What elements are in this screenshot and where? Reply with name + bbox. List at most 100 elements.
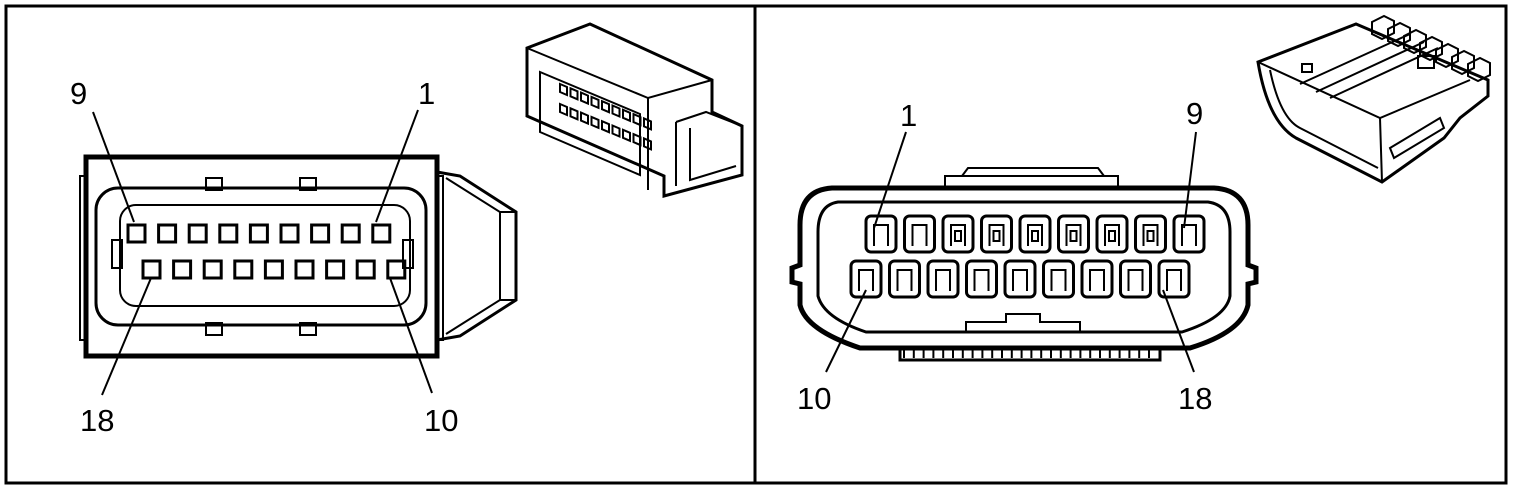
left-iso-cavity xyxy=(601,119,610,134)
left-top-cavity xyxy=(279,223,300,244)
right-bottom-lock xyxy=(965,313,1081,332)
right-iso-terminal-block xyxy=(1467,56,1491,83)
left-bottom-cavity xyxy=(233,259,254,280)
left-leader-1 xyxy=(375,109,419,223)
right-top-terminal xyxy=(950,224,966,246)
left-label-pin-1: 1 xyxy=(418,76,435,111)
left-top-cavity xyxy=(371,223,392,244)
right-label-pin-10: 10 xyxy=(797,381,831,416)
right-bottom-terminal xyxy=(1127,269,1144,291)
right-bottom-cavity xyxy=(1003,259,1037,299)
right-bottom-cavity xyxy=(1042,259,1075,299)
left-top-cavity xyxy=(126,223,147,244)
left-bottom-cavity xyxy=(263,259,284,280)
left-bottom-cavity xyxy=(141,259,162,280)
left-top-key-1 xyxy=(205,177,223,191)
right-label-pin-9: 9 xyxy=(1186,96,1203,131)
left-iso-cavity xyxy=(559,102,568,117)
right-bottom-terminal xyxy=(935,269,951,291)
left-latch-slot-left xyxy=(111,239,123,269)
left-iso-cavity xyxy=(569,86,579,101)
left-cavity-array xyxy=(126,223,407,280)
left-iso-cavity xyxy=(611,103,621,119)
right-iso-terminal-blocks xyxy=(1371,14,1491,83)
right-iso-side-slot xyxy=(1388,116,1446,160)
left-bottom-key-2 xyxy=(299,322,317,336)
left-iso-cavity xyxy=(590,95,600,110)
right-bottom-cavity xyxy=(1080,259,1114,299)
right-bottom-cavity xyxy=(1157,259,1191,299)
right-top-terminal xyxy=(1181,224,1197,246)
left-outer-body xyxy=(83,154,440,359)
right-top-terminal xyxy=(988,224,1005,246)
right-top-terminal-lock xyxy=(1031,230,1039,242)
left-bottom-key-1 xyxy=(205,322,223,336)
left-iso-cavity xyxy=(622,128,631,143)
right-bottom-cavity xyxy=(888,259,921,299)
right-top-cavity xyxy=(941,214,975,254)
right-top-terminal-lock xyxy=(1069,230,1078,242)
right-top-terminal-lock xyxy=(954,230,962,242)
left-iso-cavities xyxy=(559,82,652,151)
left-iso-cavity xyxy=(611,123,621,139)
left-leader-10 xyxy=(389,277,433,394)
left-top-key-2 xyxy=(299,177,317,191)
left-bottom-cavity xyxy=(355,259,376,280)
right-iso-outline xyxy=(1256,22,1490,184)
right-top-rib xyxy=(944,175,1119,188)
right-bottom-terminal xyxy=(1050,269,1067,291)
right-top-cavity xyxy=(1018,214,1052,254)
left-iso-cavity xyxy=(622,108,631,123)
left-top-cavity xyxy=(218,223,239,244)
right-top-terminal-lock xyxy=(992,230,1001,242)
left-top-cavity xyxy=(248,223,269,244)
left-bottom-cavity xyxy=(325,259,346,280)
left-latch-slot-right xyxy=(402,239,414,269)
right-label-pin-1: 1 xyxy=(900,98,917,133)
left-iso-cavity xyxy=(601,99,610,114)
right-iso-terminal-block xyxy=(1371,14,1395,41)
right-iso-terminal-block xyxy=(1451,49,1475,76)
right-top-terminal xyxy=(1142,224,1159,246)
right-top-cavity xyxy=(1095,214,1129,254)
right-isometric-connector-thumbnail xyxy=(1256,14,1491,184)
right-top-cavity xyxy=(903,214,936,254)
left-label-pin-18: 18 xyxy=(80,403,114,438)
left-iso-cavity xyxy=(590,115,600,130)
left-top-cavity xyxy=(340,223,361,244)
right-leader-18 xyxy=(1162,289,1195,373)
right-bottom-cavity xyxy=(849,259,883,299)
right-iso-key xyxy=(1301,63,1313,73)
left-iso-face xyxy=(539,70,641,177)
right-side-step xyxy=(437,175,444,341)
left-iso-latch xyxy=(675,110,743,186)
right-connector-face-view: 1 9 10 18 xyxy=(789,96,1259,416)
right-cavity-array xyxy=(849,214,1206,299)
right-inner-lip xyxy=(816,200,1232,334)
right-bottom-ribs xyxy=(903,348,1150,358)
right-bottom-terminal xyxy=(1166,269,1182,291)
right-top-terminal-lock xyxy=(1146,230,1155,242)
right-top-terminal xyxy=(1104,224,1120,246)
right-iso-terminal-block xyxy=(1435,42,1459,69)
right-bottom-terminal xyxy=(1012,269,1028,291)
right-leader-10 xyxy=(825,289,867,373)
right-outer-housing xyxy=(789,185,1259,351)
right-bottom-terminal xyxy=(896,269,913,291)
right-top-terminal xyxy=(1065,224,1082,246)
left-iso-cavity xyxy=(643,136,652,151)
right-top-rib-ridge xyxy=(961,167,1105,177)
right-top-terminal xyxy=(1027,224,1043,246)
left-bottom-cavity xyxy=(294,259,315,280)
right-iso-front-edge xyxy=(1379,117,1383,183)
left-label-pin-9: 9 xyxy=(70,76,87,111)
left-connector-face-view: 9 1 18 10 xyxy=(70,76,518,438)
right-bottom-terminal xyxy=(1089,269,1105,291)
right-top-cavity xyxy=(1134,214,1167,254)
right-iso-clip xyxy=(1417,55,1435,69)
right-iso-terminal-block xyxy=(1387,21,1411,48)
right-bottom-skirt xyxy=(898,348,1162,362)
left-iso-outline xyxy=(525,22,744,198)
right-leader-9 xyxy=(1183,131,1197,229)
right-bottom-cavity xyxy=(1119,259,1152,299)
